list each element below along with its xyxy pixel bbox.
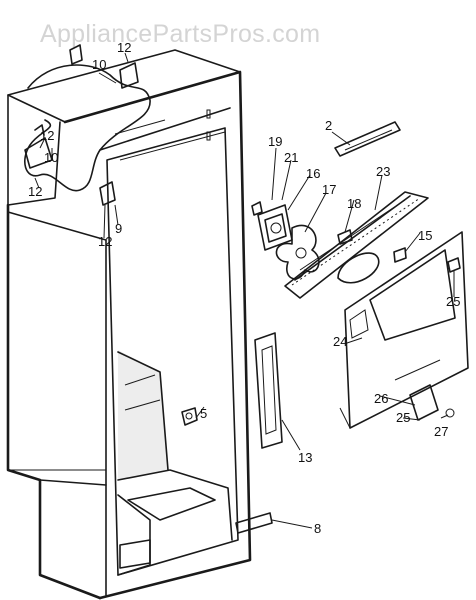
callout-19: 19 [268,134,282,149]
fan-assembly [251,121,469,429]
callout-23: 23 [376,164,390,179]
cabinet-liner [6,44,283,600]
callout-10-mid: 10 [44,150,58,165]
callout-25-upper: 25 [446,294,460,309]
callout-10-top: 10 [92,57,106,72]
callout-21: 21 [284,150,298,165]
callout-12-lower: 12 [98,234,112,249]
callout-15: 15 [418,228,432,243]
callout-5: 5 [200,406,207,421]
callout-12-mid: 12 [40,128,54,143]
watermark-text: AppliancePartsPros.com [40,20,320,48]
callout-17: 17 [322,182,336,197]
callout-12-left: 12 [28,184,42,199]
callout-24: 24 [333,334,347,349]
callout-18: 18 [347,196,361,211]
callout-8: 8 [314,521,321,536]
callout-2: 2 [325,118,332,133]
callout-12-top: 12 [117,40,131,55]
callout-labels: 12 10 12 10 12 12 9 2 19 21 16 17 18 23 … [28,40,460,536]
callout-9: 9 [115,221,122,236]
callout-27: 27 [434,424,448,439]
callout-13: 13 [298,450,312,465]
callout-26: 26 [374,391,388,406]
callout-16: 16 [306,166,320,181]
callout-25-lower: 25 [396,410,410,425]
leader-lines [34,52,455,529]
